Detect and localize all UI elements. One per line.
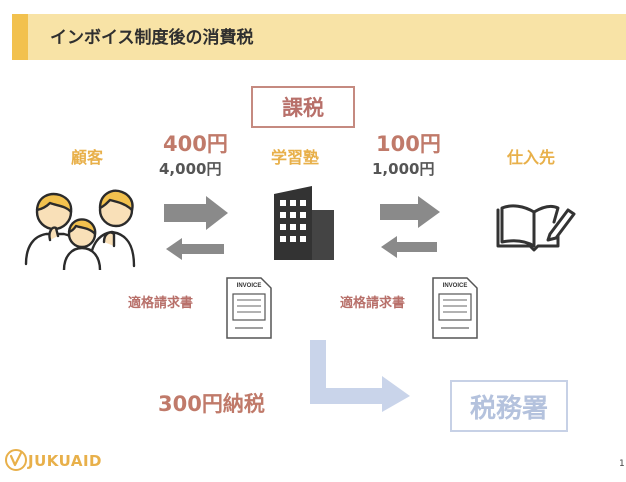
left-price-amount: 4,000円 [159,160,222,178]
title-bar [12,14,626,60]
title-accent [12,14,28,60]
arrow-left-to-customer-icon [166,238,224,260]
right-price-amount: 1,000円 [372,160,435,178]
tax-payment-arrow-icon [310,340,410,412]
customer-label: 顧客 [71,148,104,167]
left-tax-amount: 400円 [163,132,228,156]
invoice-title-left: INVOICE [237,283,262,289]
invoice-icon-left: INVOICE [226,277,272,339]
invoice-icon-right: INVOICE [432,277,478,339]
family-icon [24,189,136,270]
invoice-label-left: 適格請求書 [128,296,194,311]
page-number: 1 [619,459,625,469]
building-icon [274,186,334,260]
tax-office-box: 税務署 [450,380,568,432]
invoice-label-right: 適格請求書 [340,296,406,311]
logo-icon [5,449,27,471]
arrow-left-to-school-icon [381,236,437,258]
invoice-title-right: INVOICE [443,283,468,289]
supplier-label: 仕入先 [507,148,556,167]
logo-text: JUKUAID [28,452,102,470]
page-title: インボイス制度後の消費税 [50,28,254,48]
book-icon [496,204,576,252]
school-label: 学習塾 [271,148,320,167]
right-tax-amount: 100円 [376,132,441,156]
taxable-box: 課税 [251,86,355,128]
arrow-right-to-supplier-icon [380,196,440,228]
arrow-right-to-school-icon [164,196,228,230]
tax-payment-text: 300円納税 [158,392,265,416]
